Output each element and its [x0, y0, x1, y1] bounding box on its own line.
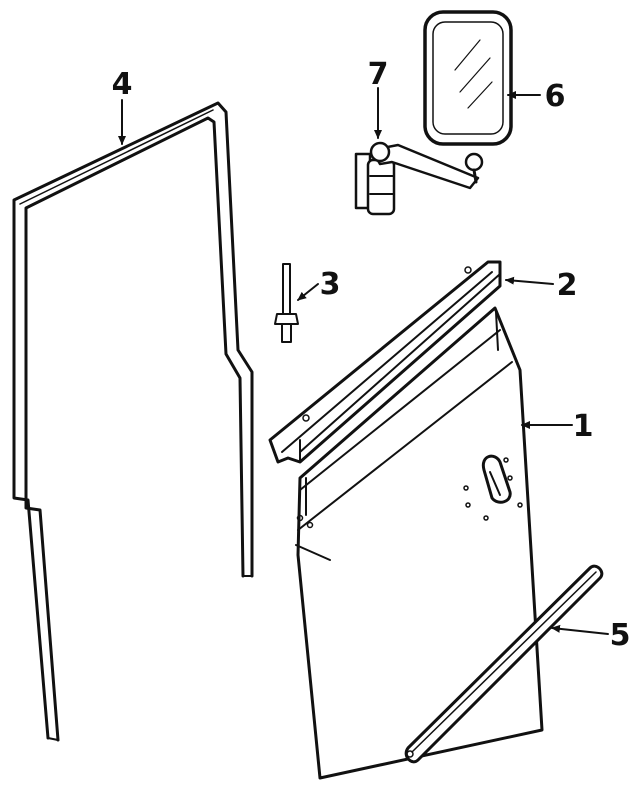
door-seal-part — [12, 101, 254, 742]
leader-arrow-2 — [505, 276, 554, 285]
callout-6: 6 — [545, 79, 566, 114]
callout-5: 5 — [610, 618, 631, 653]
mirror-arm-part — [354, 141, 484, 216]
mirror-head-part — [423, 10, 513, 146]
callout-1: 1 — [573, 409, 594, 444]
channel-rail-part — [268, 260, 502, 464]
callout-7: 7 — [368, 57, 389, 92]
leader-arrows — [118, 87, 609, 635]
callout-3: 3 — [320, 267, 341, 302]
door-panel-part — [295, 306, 544, 780]
bolt-part — [274, 263, 299, 343]
callout-2: 2 — [557, 268, 578, 303]
leader-arrow-5 — [551, 624, 609, 635]
callout-4: 4 — [112, 67, 133, 102]
leader-arrow-3 — [297, 283, 319, 301]
lower-strip-part — [404, 564, 604, 764]
